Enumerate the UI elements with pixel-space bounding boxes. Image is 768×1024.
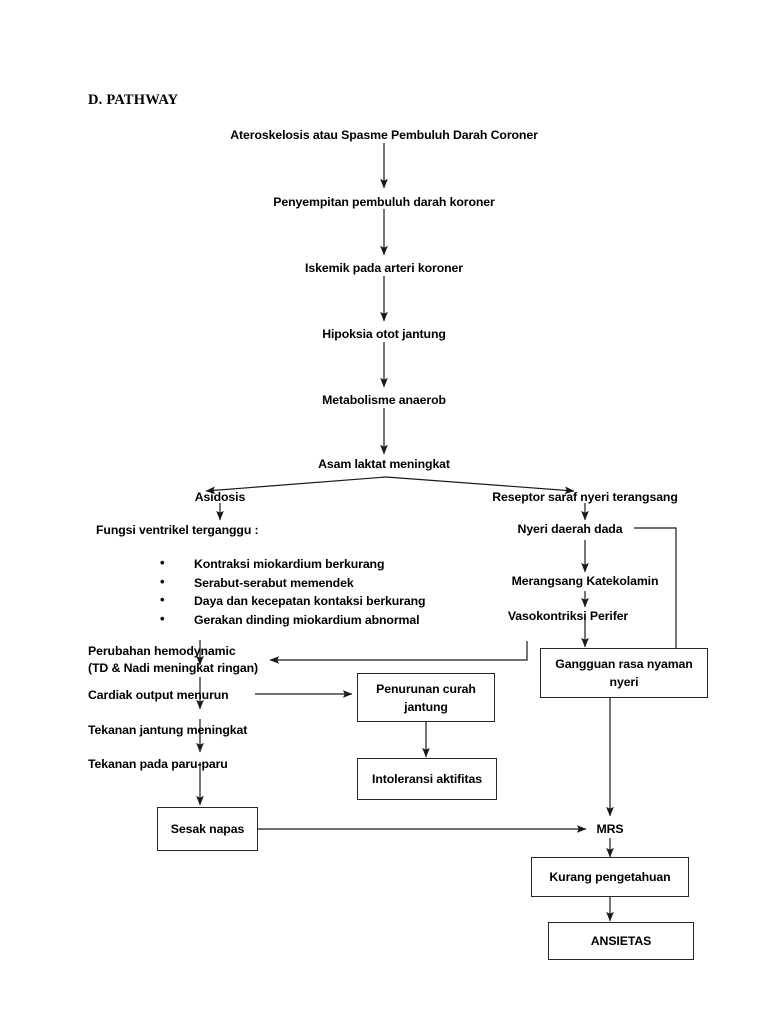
box-activity-intolerance: Intoleransi aktifitas xyxy=(357,758,497,800)
node-vasoconstriction: Vasokontriksi Perifer xyxy=(507,609,629,623)
section-title: D. PATHWAY xyxy=(88,92,179,108)
connector-feedback-to-hemodynamic xyxy=(269,641,528,664)
node-heart-pressure: Tekanan jantung meningkat xyxy=(88,723,248,737)
node-cardiac-output: Cardiak output menurun xyxy=(88,688,229,702)
node-catecholamine: Merangsang Katekolamin xyxy=(511,574,659,588)
node-narrowing: Penyempitan pembuluh darah koroner xyxy=(273,195,495,209)
box-decreased-cardiac-output: Penurunan curah jantung xyxy=(357,673,495,722)
list-item: Daya dan kecepatan kontaksi berkurang xyxy=(160,591,426,611)
node-pain-receptor: Reseptor saraf nyeri terangsang xyxy=(492,490,678,504)
box-anxiety: ANSIETAS xyxy=(548,922,694,960)
node-mrs: MRS xyxy=(596,822,624,836)
node-acidosis: Asidosis xyxy=(194,490,246,504)
box-dyspnea: Sesak napas xyxy=(157,807,258,851)
ventricular-bullet-list: Kontraksi miokardium berkurang Serabut-s… xyxy=(160,554,426,630)
node-ischemia: Iskemik pada arteri koroner xyxy=(305,261,463,275)
node-chest-pain: Nyeri daerah dada xyxy=(517,522,623,536)
box-knowledge-deficit: Kurang pengetahuan xyxy=(531,857,689,897)
node-ventricular-function: Fungsi ventrikel terganggu : xyxy=(96,523,259,537)
node-lung-pressure: Tekanan pada paru-paru xyxy=(88,757,228,771)
list-item: Gerakan dinding miokardium abnormal xyxy=(160,610,425,630)
node-hypoxia: Hipoksia otot jantung xyxy=(322,327,446,341)
node-lactic-acid: Asam laktat meningkat xyxy=(318,457,450,471)
list-item: Serabut-serabut memendek xyxy=(160,573,425,593)
node-anaerobic: Metabolisme anaerob xyxy=(322,393,446,407)
list-item: Kontraksi miokardium berkurang xyxy=(160,554,425,574)
node-atherosclerosis: Ateroskelosis atau Spasme Pembuluh Darah… xyxy=(230,128,538,142)
node-hemodynamic-line2: (TD & Nadi meningkat ringan) xyxy=(88,661,259,675)
box-comfort-disturbance: Gangguan rasa nyaman nyeri xyxy=(540,648,708,698)
node-hemodynamic-line1: Perubahan hemodynamic xyxy=(88,644,236,658)
